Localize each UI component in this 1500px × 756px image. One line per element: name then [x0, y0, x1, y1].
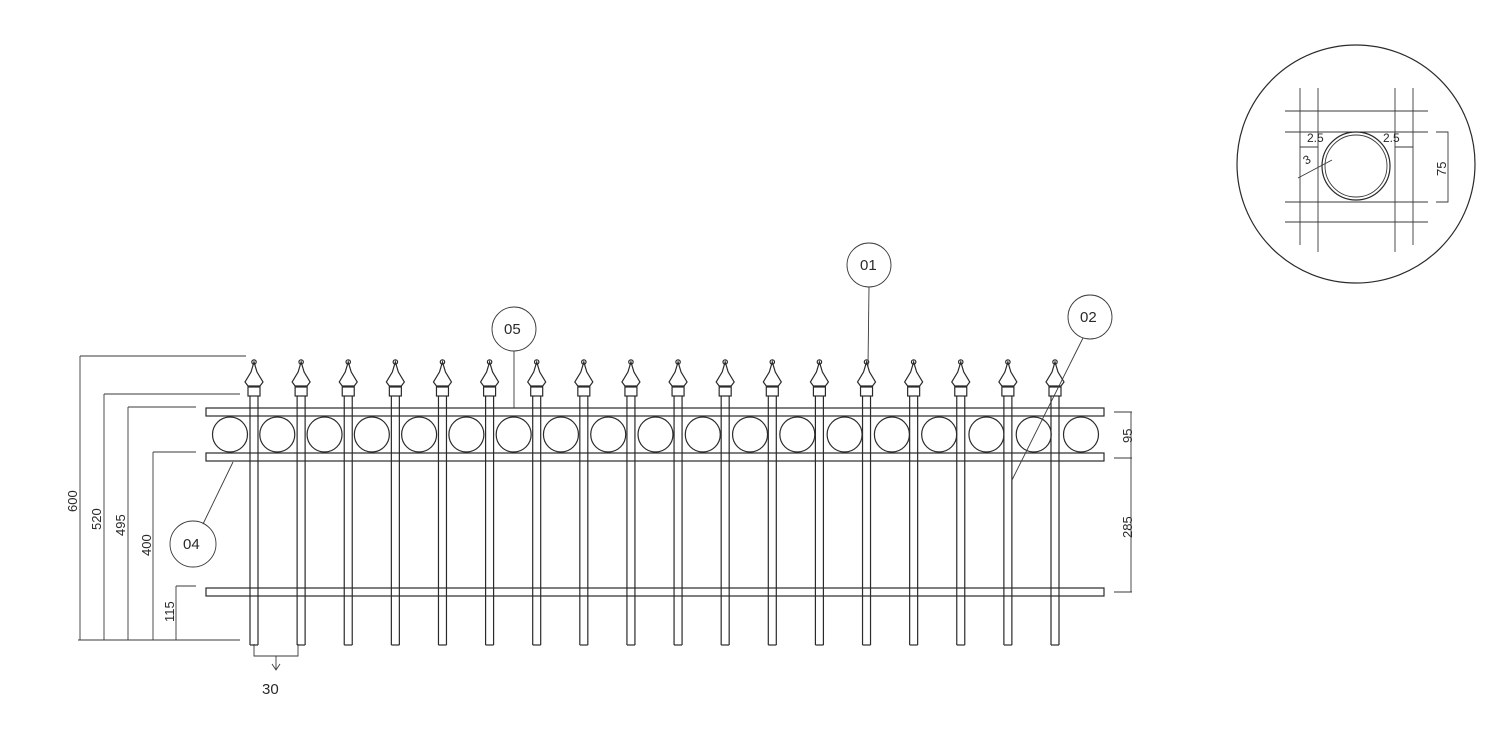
spear-finial-icon [479, 359, 500, 387]
picket [479, 359, 500, 646]
dim-400: 400 [139, 534, 154, 556]
spear-finial-icon [526, 359, 547, 387]
picket [244, 359, 264, 646]
ring [306, 416, 343, 453]
spear-finial-icon [338, 359, 358, 387]
ring [353, 416, 390, 453]
dim-495: 495 [113, 514, 128, 536]
picket [574, 359, 594, 646]
ring [779, 416, 816, 453]
spear-finial-icon [998, 359, 1018, 387]
detail-weld: 3 [1301, 152, 1314, 168]
callout-04-label: 04 [183, 536, 200, 553]
bottom-rail [205, 587, 1105, 597]
ring-band [211, 416, 1100, 453]
picket [291, 359, 311, 646]
spear-finial-icon [762, 359, 783, 387]
dim-30: 30 [262, 681, 279, 698]
ring [826, 416, 863, 453]
callout-05: 05 [491, 306, 537, 408]
pickets [244, 359, 1065, 646]
ring [968, 416, 1005, 453]
picket [856, 359, 877, 646]
callout-04: 04 [169, 461, 234, 568]
callout-02: 02 [1011, 294, 1113, 481]
top-rail [205, 407, 1105, 417]
spear-finial-icon [621, 359, 641, 387]
callout-05-label: 05 [504, 321, 521, 338]
ring [211, 416, 249, 453]
picket [432, 359, 453, 646]
ring [731, 416, 769, 453]
right-dimensions [1114, 411, 1132, 593]
dim-600: 600 [65, 490, 80, 512]
spear-finial-icon [903, 359, 924, 387]
spear-finial-icon [244, 359, 264, 387]
picket [903, 359, 924, 646]
middle-rail [205, 452, 1105, 462]
spear-finial-icon [668, 359, 688, 387]
picket [668, 359, 688, 646]
picket [338, 359, 358, 646]
spear-finial-icon [291, 359, 311, 387]
ring [542, 416, 580, 453]
dim-285: 285 [1120, 516, 1135, 538]
picket [385, 359, 406, 646]
picket [762, 359, 783, 646]
picket [621, 359, 641, 646]
ring [921, 416, 958, 453]
callout-02-label: 02 [1080, 309, 1097, 326]
picket [526, 359, 547, 646]
spear-finial-icon [715, 359, 735, 387]
ring [590, 416, 627, 453]
dim-115: 115 [162, 601, 177, 622]
callout-01: 01 [846, 242, 892, 367]
spear-finial-icon [1045, 359, 1065, 387]
picket [715, 359, 735, 646]
ring [495, 416, 532, 453]
detail-gap-left: 2.5 [1307, 131, 1324, 145]
dim-520: 520 [89, 508, 104, 530]
bottom-dimension [253, 644, 299, 671]
ring [401, 416, 438, 453]
left-dimensions [78, 355, 246, 641]
spear-finial-icon [432, 359, 453, 387]
spear-finial-icon [809, 359, 830, 387]
callout-01-label: 01 [860, 257, 877, 274]
picket [1045, 359, 1065, 646]
spear-finial-icon [856, 359, 877, 387]
ring [448, 416, 485, 453]
ring [1062, 416, 1100, 453]
ring [1015, 416, 1052, 453]
detail-view: 2.5 2.5 3 75 [1236, 44, 1476, 284]
picket [998, 359, 1018, 646]
spear-finial-icon [951, 359, 971, 387]
ring [259, 416, 296, 453]
dim-95: 95 [1120, 429, 1135, 443]
ring [637, 416, 674, 453]
spear-finial-icon [574, 359, 594, 387]
ring [684, 416, 721, 453]
rails [205, 407, 1105, 597]
detail-height: 75 [1434, 162, 1449, 176]
picket [809, 359, 830, 646]
spear-finial-icon [385, 359, 406, 387]
picket [951, 359, 971, 646]
ring [873, 416, 910, 453]
detail-gap-right: 2.5 [1383, 131, 1400, 145]
